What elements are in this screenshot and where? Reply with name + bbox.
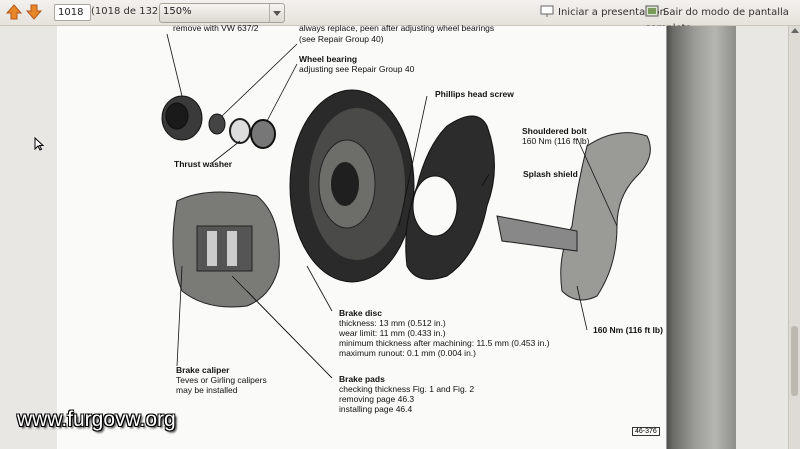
toolbar: 1018 (1018 de 1329) 150% Iniciar a prese… xyxy=(0,0,800,34)
brake-disc-title: Brake disc xyxy=(339,308,382,318)
watermark: www.furgovw.org xyxy=(17,408,176,431)
brake-caliper-line: may be installed xyxy=(176,385,238,395)
start-presentation-button[interactable]: Iniciar a presentación xyxy=(540,5,666,21)
label-top-fragment-1: always replace, peen after adjusting whe… xyxy=(299,23,495,33)
brake-caliper-line: Teves or Girling calipers xyxy=(176,375,267,385)
page-number-input[interactable]: 1018 xyxy=(54,4,91,21)
scrollbar-thumb[interactable] xyxy=(791,326,798,396)
leader-lines xyxy=(166,33,618,379)
shouldered-bolt-desc: 160 Nm (116 ft lb) xyxy=(522,136,590,146)
wheel-bearing-desc: adjusting see Repair Group 40 xyxy=(299,64,415,74)
thrust-washer xyxy=(229,118,251,144)
vertical-scrollbar[interactable] xyxy=(788,26,800,449)
label-thrust-washer: Thrust washer xyxy=(174,159,232,169)
thrust-washer-title: Thrust washer xyxy=(174,159,233,169)
brake-disc xyxy=(289,89,415,283)
arrow-up-icon[interactable] xyxy=(6,4,22,20)
brake-disc-line: thickness: 13 mm (0.512 in.) xyxy=(339,318,446,328)
page-count: (1018 de 1329) xyxy=(91,6,169,17)
wheel-bearing xyxy=(250,119,276,149)
label-brake-caliper: Brake caliper Teves or Girling calipers … xyxy=(176,365,267,395)
label-remove-fragment: remove with VW 637/2 xyxy=(173,23,259,33)
label-wheel-bearing: Wheel bearing adjusting see Repair Group… xyxy=(299,54,414,74)
chevron-down-icon[interactable] xyxy=(269,4,284,22)
label-top-fragment-2: (see Repair Group 40) xyxy=(299,34,384,44)
brake-caliper xyxy=(172,191,280,308)
label-splash-shield: Splash shield xyxy=(523,169,578,179)
presentation-icon xyxy=(540,5,554,17)
pdf-page: remove with VW 637/2 always replace, pee… xyxy=(57,23,667,449)
zoom-value: 150% xyxy=(163,6,192,17)
start-presentation-label: Iniciar a presentación xyxy=(558,7,666,18)
label-brake-pads: Brake pads checking thickness Fig. 1 and… xyxy=(339,374,474,414)
phillips-title: Phillips head screw xyxy=(435,89,514,99)
shouldered-bolt-title: Shouldered bolt xyxy=(522,126,587,136)
mouse-cursor-icon xyxy=(34,137,44,151)
torque-lower-title: 160 Nm (116 ft lb) xyxy=(593,325,663,335)
fullscreen-icon xyxy=(645,5,659,17)
nut xyxy=(208,113,226,135)
label-brake-disc: Brake disc thickness: 13 mm (0.512 in.) … xyxy=(339,308,550,358)
brake-disc-line: wear limit: 11 mm (0.433 in.) xyxy=(339,328,446,338)
brake-pads-title: Brake pads xyxy=(339,374,385,384)
label-phillips: Phillips head screw xyxy=(435,89,514,99)
scroll-up-icon[interactable] xyxy=(791,28,799,33)
steering-knuckle xyxy=(560,132,651,301)
wheel-bearing-title: Wheel bearing xyxy=(299,54,358,64)
brake-pads-line: removing page 46.3 xyxy=(339,394,415,404)
splash-shield-title: Splash shield xyxy=(523,169,578,179)
page-edge-shadow xyxy=(666,26,736,449)
brake-disc-line: minimum thickness after machining: 11.5 … xyxy=(339,338,550,348)
brake-pads-line: installing page 46.4 xyxy=(339,404,413,414)
label-torque-lower: 160 Nm (116 ft lb) xyxy=(593,325,663,335)
brake-disc-line: maximum runout: 0.1 mm (0.004 in.) xyxy=(339,348,476,358)
label-shouldered-bolt: Shouldered bolt 160 Nm (116 ft lb) xyxy=(522,126,589,146)
brake-pads-line: checking thickness Fig. 1 and Fig. 2 xyxy=(339,384,475,394)
grease-cap xyxy=(161,95,203,141)
brake-assembly-diagram xyxy=(161,33,651,379)
stub-axle xyxy=(496,215,578,252)
arrow-down-icon[interactable] xyxy=(26,4,42,20)
brake-caliper-title: Brake caliper xyxy=(176,365,230,375)
exit-fullscreen-button[interactable]: Sair do modo de pantalla completa xyxy=(645,5,800,34)
zoom-select[interactable]: 150% xyxy=(159,3,285,23)
page-code: 46-376 xyxy=(632,427,660,436)
